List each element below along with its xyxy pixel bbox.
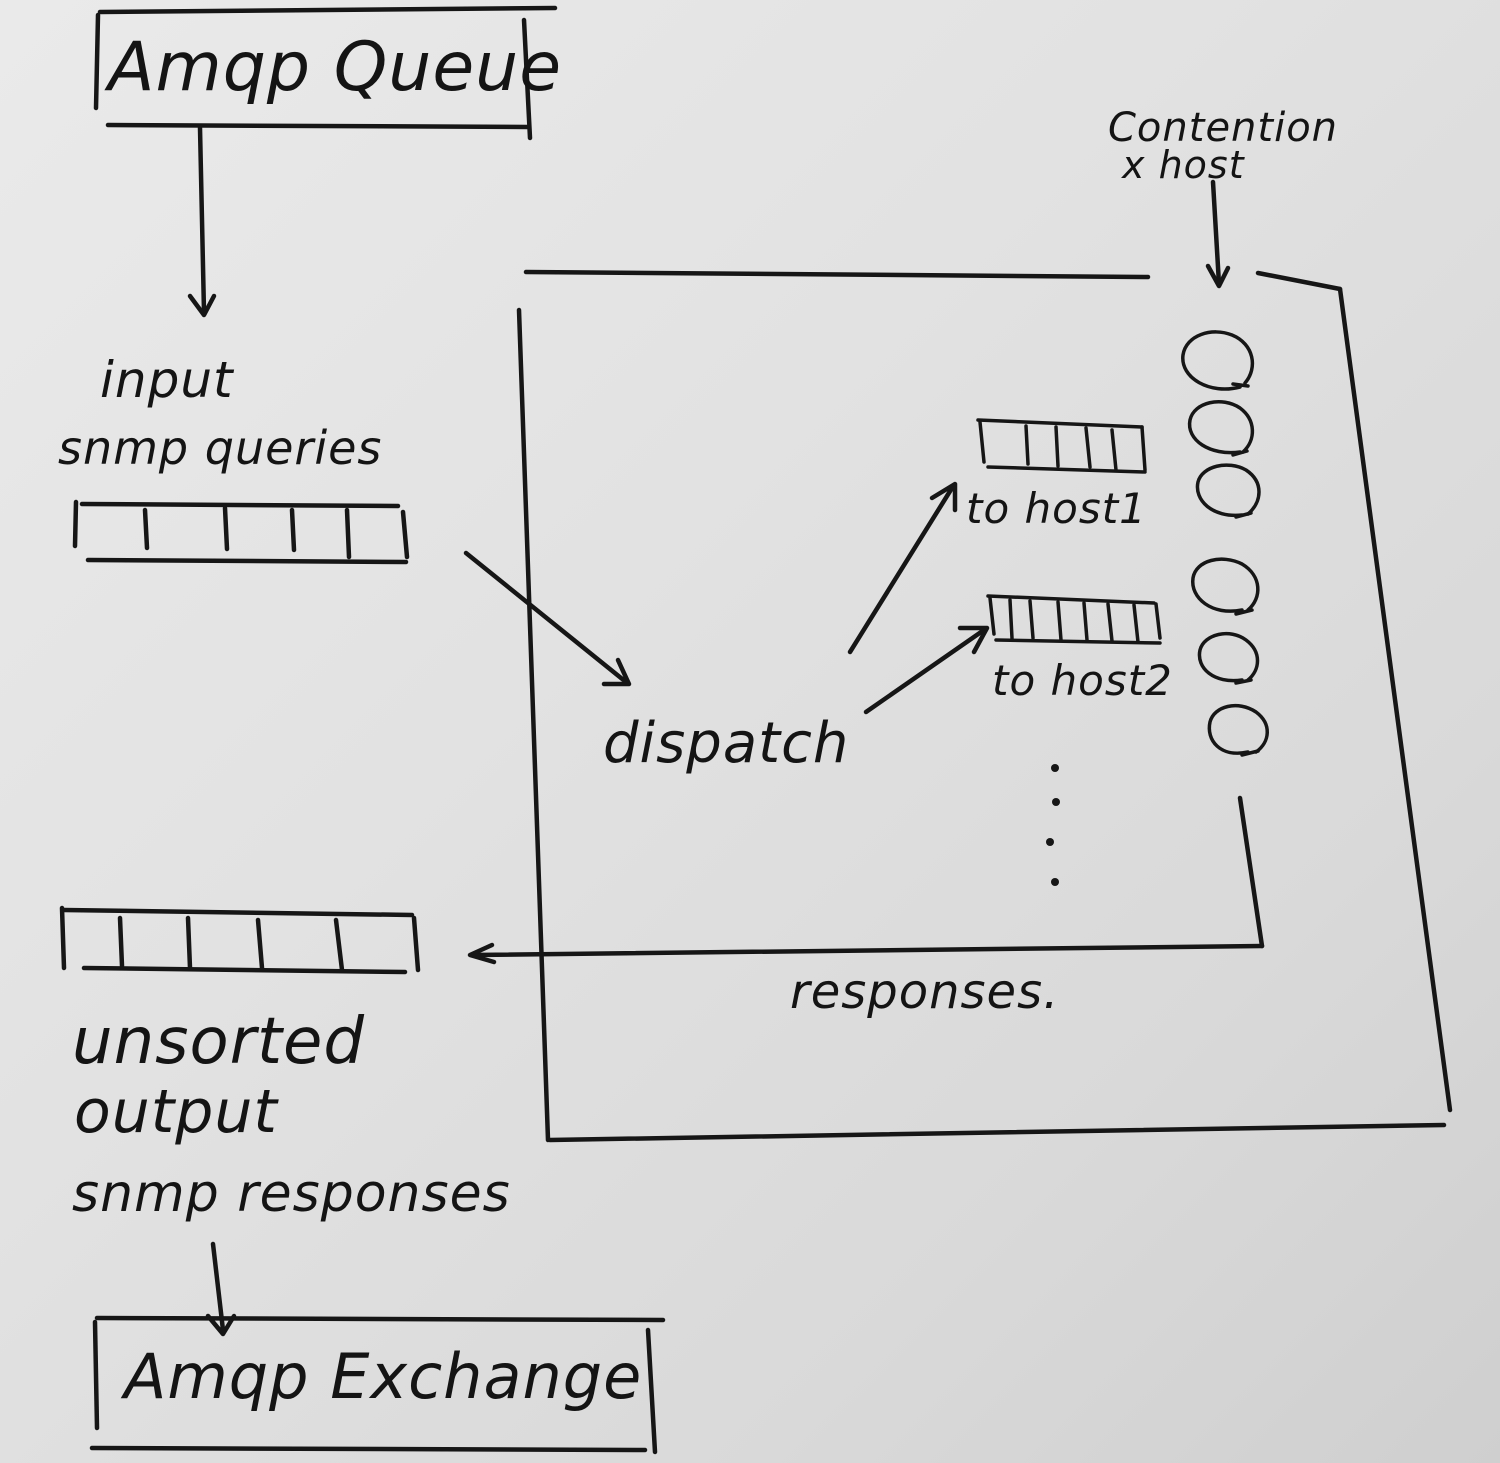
- dispatch-label: dispatch: [603, 711, 850, 776]
- host-queue-2-cells: [986, 594, 1162, 645]
- output-queue-cells: [59, 905, 421, 975]
- snmp-responses-label: snmp responses: [72, 1164, 511, 1224]
- amqp-exchange-label: Amqp Exchange: [124, 1340, 643, 1413]
- amqp-exchange-box: [89, 1315, 666, 1455]
- arrow-dispatch-to-host1: [847, 481, 958, 655]
- host-2-label: to host2: [992, 656, 1173, 705]
- host-1-label: to host1: [966, 484, 1147, 533]
- input-label: input: [100, 351, 234, 409]
- more-hosts-ellipsis: [1046, 764, 1060, 886]
- arrow-dispatch-to-host2: [863, 625, 990, 715]
- input-queue-cells: [72, 499, 410, 565]
- amqp-queue-box: [93, 5, 558, 141]
- contention-host-label: x host: [1122, 143, 1245, 187]
- unsorted-label: unsorted: [72, 1005, 366, 1079]
- container-box: [516, 269, 1453, 1143]
- arrow-output-to-exchange: [205, 1241, 237, 1337]
- snmp-queries-label: snmp queries: [58, 421, 383, 475]
- contention-label: Contention: [1108, 105, 1339, 151]
- host-queue-1-cells: [976, 418, 1147, 474]
- amqp-queue-label: Amqp Queue: [108, 28, 563, 107]
- responses-label: responses.: [790, 964, 1060, 1020]
- output-label: output: [74, 1077, 278, 1147]
- arrow-contention: [1205, 179, 1231, 289]
- arrow-queue-to-input: [187, 125, 217, 318]
- worker-loops: [1181, 330, 1269, 757]
- responses-return-path: [467, 795, 1265, 965]
- arrow-input-to-dispatch: [463, 550, 632, 687]
